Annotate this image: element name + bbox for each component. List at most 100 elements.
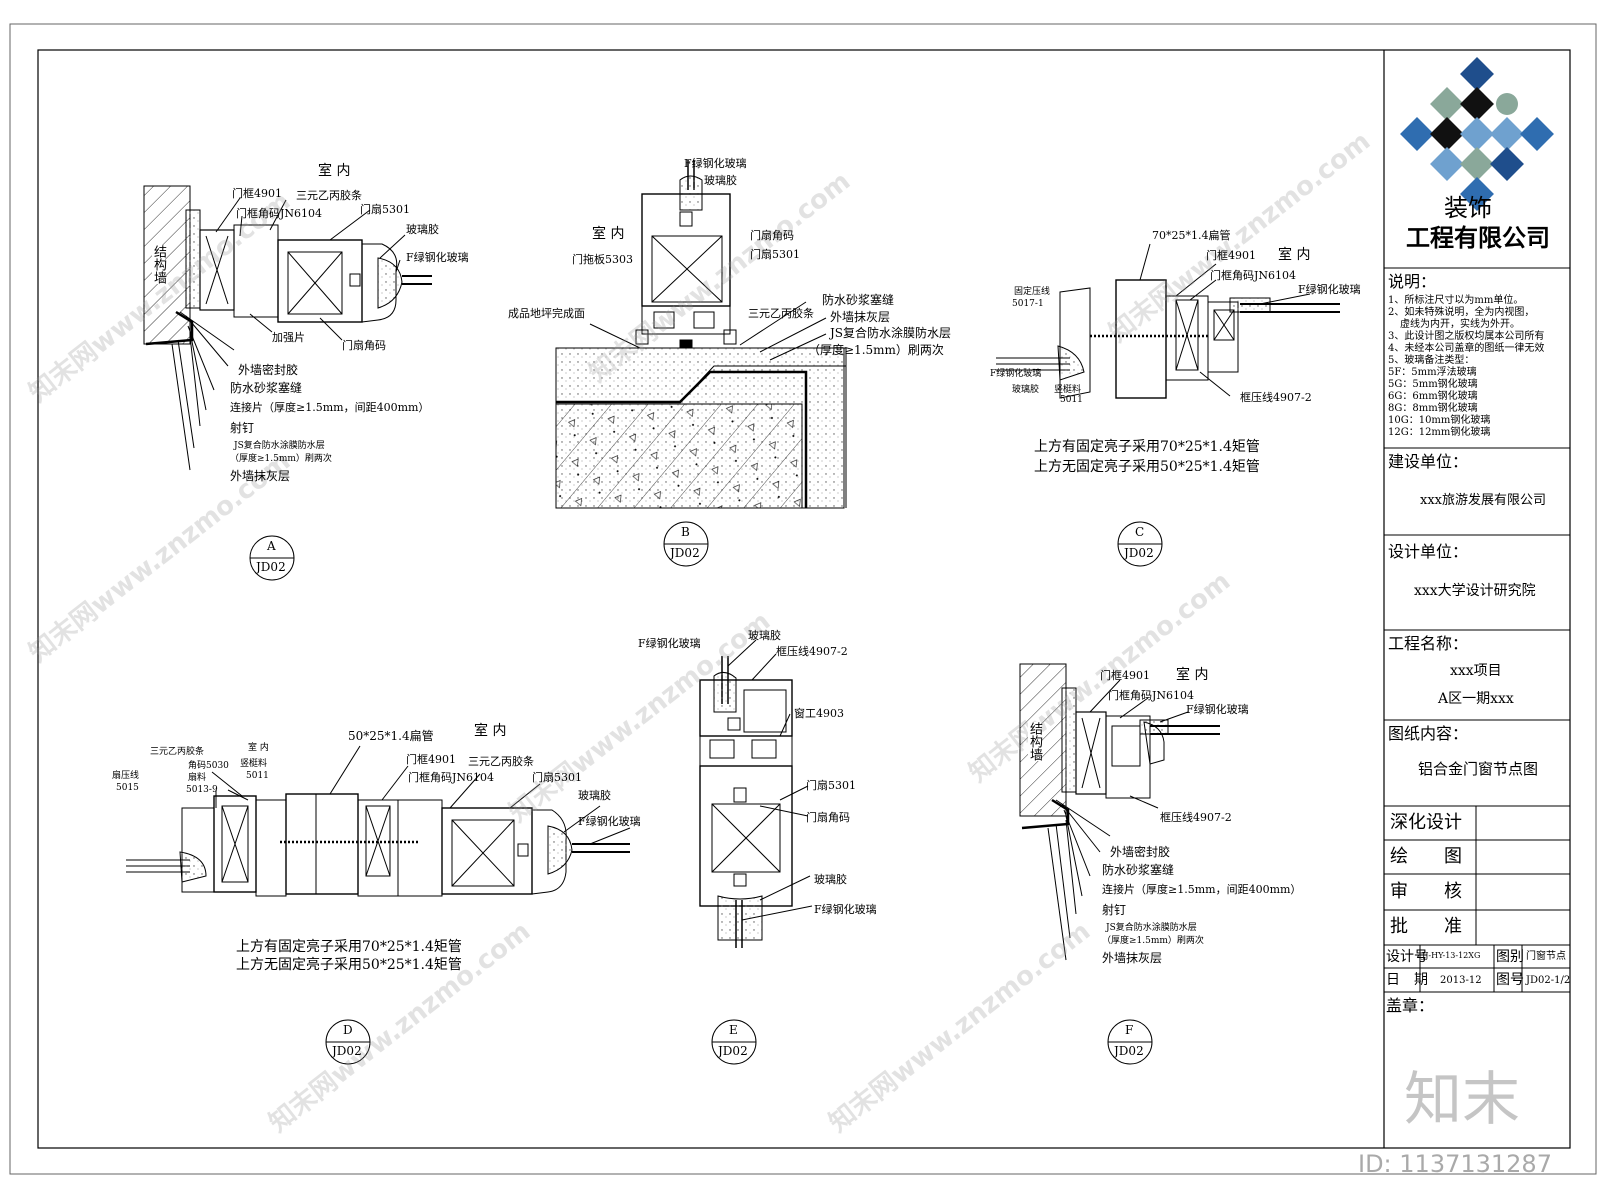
- detail-f-label: JS复合防水涂膜防水层: [1106, 923, 1197, 933]
- detail-a-drawing: [143, 185, 432, 471]
- detail-c-label: 门框4901: [1206, 249, 1256, 262]
- detail-f-label: 门框角码JN6104: [1108, 689, 1195, 702]
- detail-f-label: 门框4901: [1100, 669, 1150, 682]
- detail-c-drawing: [996, 243, 1340, 399]
- detail-d-room-label: 室 内: [474, 723, 507, 739]
- detail-c-label: 70*25*1.4扁管: [1152, 229, 1231, 242]
- notes-item: 2、如未特殊说明，全为内视图，: [1388, 307, 1535, 318]
- detail-a-label: 玻璃胶: [406, 223, 439, 236]
- detail-a-label: 连接片（厚度≥1.5mm，间距400mm）: [230, 401, 430, 414]
- detail-e-label: 窗工4903: [794, 707, 844, 720]
- drawing-no-label: 图号: [1496, 972, 1524, 988]
- sheet-label: 图别: [1496, 949, 1524, 965]
- company-logo: [1400, 57, 1554, 211]
- detail-e-label: 玻璃胶: [814, 873, 847, 886]
- detail-f-label: 射钉: [1102, 903, 1127, 917]
- notes-item: 虚线为内开，实线为外开。: [1400, 319, 1520, 330]
- detail-d-label: 5013-9: [186, 785, 218, 795]
- company-name-line2: 工程有限公司: [1406, 223, 1550, 252]
- detail-d-label: 扇料: [188, 773, 207, 783]
- detail-b-label: JS复合防水涂膜防水层: [830, 326, 952, 340]
- detail-d-label: 竖梃料: [240, 759, 268, 769]
- detail-c-sheet: JD02: [1124, 546, 1154, 560]
- detail-b-label: 防水砂浆塞缝: [822, 293, 895, 307]
- detail-b-label: 成品地坪完成面: [508, 307, 585, 320]
- detail-d-label: 门框4901: [406, 753, 456, 766]
- detail-a-label: 门扇5301: [360, 203, 410, 216]
- detail-a-label: 门框4901: [232, 187, 282, 200]
- notes-item: 6G：6mm钢化玻璃: [1388, 391, 1478, 402]
- detail-a-label: 外墙抹灰层: [230, 469, 291, 483]
- detail-b-label: （厚度≥1.5mm）刷两次: [808, 343, 944, 357]
- date-value: 2013-12: [1440, 975, 1482, 986]
- detail-d-label: 5015: [116, 783, 139, 793]
- detail-a-sheet: JD02: [256, 560, 286, 574]
- detail-d-label: F绿钢化玻璃: [578, 815, 641, 828]
- detail-b-drawing: [555, 160, 847, 509]
- detail-b-label: 三元乙丙胶条: [748, 307, 814, 320]
- detail-a-wall-label: 结构墙: [151, 245, 166, 284]
- detail-tags: [249, 521, 1163, 1065]
- notes-item: 10G：10mm钢化玻璃: [1388, 415, 1491, 426]
- detail-e-label: 框压线4907-2: [776, 645, 848, 658]
- detail-d-note: 上方无固定亮子采用50*25*1.4矩管: [236, 957, 462, 973]
- detail-c-label: F绿钢化玻璃: [1298, 283, 1361, 296]
- project-line2: A区一期xxx: [1438, 691, 1514, 707]
- design-no-value: JJ-HY-13-12XG: [1422, 951, 1481, 960]
- detail-b-label: 门拖板5303: [572, 253, 633, 266]
- detail-a-tag: A: [267, 539, 276, 553]
- detail-a-label: （厚度≥1.5mm）刷两次: [230, 454, 332, 464]
- detail-d-label: 玻璃胶: [578, 789, 611, 802]
- detail-f-label: 框压线4907-2: [1160, 811, 1232, 824]
- detail-d-room-small: 室 内: [248, 743, 269, 753]
- detail-c-tag: C: [1135, 525, 1145, 539]
- detail-c-label: 玻璃胶: [1012, 385, 1040, 395]
- client-label: 建设单位：: [1388, 452, 1469, 471]
- detail-d-label: 5011: [246, 771, 269, 781]
- detail-e-tag: E: [729, 1023, 738, 1037]
- detail-f-label: （厚度≥1.5mm）刷两次: [1102, 936, 1204, 946]
- detail-a-label: 加强片: [272, 331, 305, 344]
- row-drawn-by: 绘 图: [1390, 846, 1462, 867]
- detail-e-label: 门扇5301: [806, 779, 856, 792]
- notes-item: 5、玻璃备注类型：: [1388, 355, 1475, 366]
- detail-e-label: 玻璃胶: [748, 629, 781, 642]
- detail-a-label: 三元乙丙胶条: [296, 189, 362, 202]
- content-value: 铝合金门窗节点图: [1418, 760, 1539, 778]
- outer-border: [9, 23, 1597, 1175]
- detail-f-label: F绿钢化玻璃: [1186, 703, 1249, 716]
- detail-e-label: F绿钢化玻璃: [814, 903, 877, 916]
- detail-a-label: F绿钢化玻璃: [406, 251, 469, 264]
- detail-e-sheet: JD02: [718, 1044, 748, 1058]
- detail-d-label: 角码5030: [188, 761, 229, 771]
- detail-b-sheet: JD02: [670, 546, 700, 560]
- seal-label: 盖章：: [1386, 996, 1435, 1015]
- detail-b-label: 玻璃胶: [704, 174, 737, 187]
- detail-d-tag: D: [343, 1023, 353, 1037]
- detail-f-room-label: 室 内: [1176, 667, 1209, 683]
- detail-a-label: 射钉: [230, 421, 255, 435]
- content-label: 图纸内容：: [1388, 724, 1469, 743]
- detail-a-label: JS复合防水涂膜防水层: [234, 441, 325, 451]
- detail-d-label: 门扇5301: [532, 771, 582, 784]
- designer-label: 设计单位：: [1388, 542, 1469, 561]
- brand-mark: 知末: [1404, 1065, 1521, 1133]
- detail-f-wall-label: 结构墙: [1027, 722, 1042, 761]
- detail-d-label: 三元乙丙胶条: [150, 747, 205, 757]
- detail-c-label: F绿钢化玻璃: [990, 369, 1042, 379]
- project-label: 工程名称：: [1388, 634, 1469, 653]
- notes-item: 8G：8mm钢化玻璃: [1388, 403, 1478, 414]
- detail-f-drawing: [1019, 663, 1220, 961]
- detail-c-note: 上方无固定亮子采用50*25*1.4矩管: [1034, 459, 1260, 475]
- detail-a-label: 外墙密封胶: [238, 363, 299, 377]
- project-line1: xxx项目: [1450, 663, 1502, 679]
- detail-d-drawing: [126, 745, 631, 897]
- detail-b-room-label: 室 内: [592, 226, 625, 242]
- drawing-no-value: JD02-1/2: [1526, 975, 1571, 986]
- detail-f-label: 外墙抹灰层: [1102, 951, 1163, 965]
- detail-a-label: 门框角码JN6104: [236, 207, 323, 220]
- notes-item: 5G：5mm钢化玻璃: [1388, 379, 1478, 390]
- detail-b-label: F绿钢化玻璃: [684, 157, 747, 170]
- detail-d-note: 上方有固定亮子采用70*25*1.4矩管: [236, 939, 462, 955]
